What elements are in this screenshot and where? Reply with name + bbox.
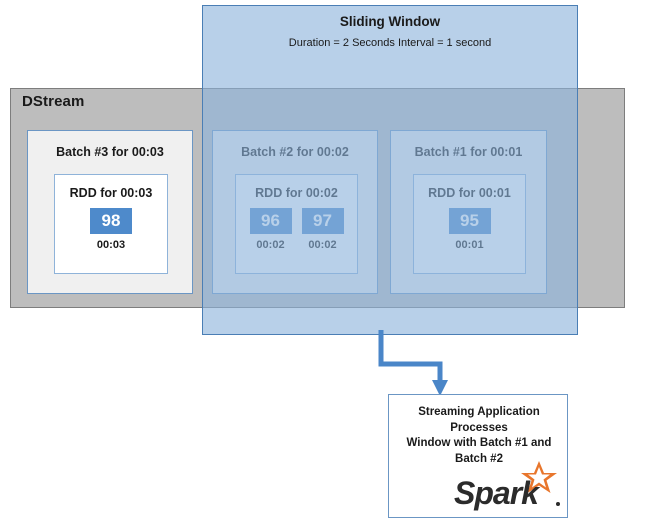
connector-arrow-icon <box>378 330 448 396</box>
spark-wordmark: Spark <box>454 475 542 511</box>
spark-tm-dot <box>556 502 560 506</box>
svg-text:Spark: Spark <box>454 475 541 511</box>
batch-label-3: Batch #3 for 00:03 <box>56 145 164 159</box>
rdd-cell-time: 00:03 <box>96 239 126 251</box>
streaming-application-box: Streaming Application Processes Window w… <box>388 394 568 518</box>
rdd-cell: 98 00:03 <box>90 208 132 251</box>
batch-box-3: Batch #3 for 00:03 RDD for 00:03 98 00:0… <box>27 130 193 294</box>
rdd-box-3: RDD for 00:03 98 00:03 <box>54 174 168 274</box>
sliding-window-title: Sliding Window <box>339 14 441 29</box>
streaming-application-text: Streaming Application Processes Window w… <box>406 406 552 465</box>
spark-logo: Spark <box>454 461 560 511</box>
sliding-window-overlay <box>202 5 578 335</box>
dstream-title: DStream <box>22 93 85 110</box>
rdd-label-3: RDD for 00:03 <box>69 186 153 200</box>
sliding-window-details: Duration = 2 Seconds Interval = 1 second <box>288 37 492 49</box>
spark-star-icon <box>521 461 557 493</box>
rdd-cell-value: 98 <box>90 208 132 234</box>
rdd-cells-3: 98 00:03 <box>55 208 167 251</box>
